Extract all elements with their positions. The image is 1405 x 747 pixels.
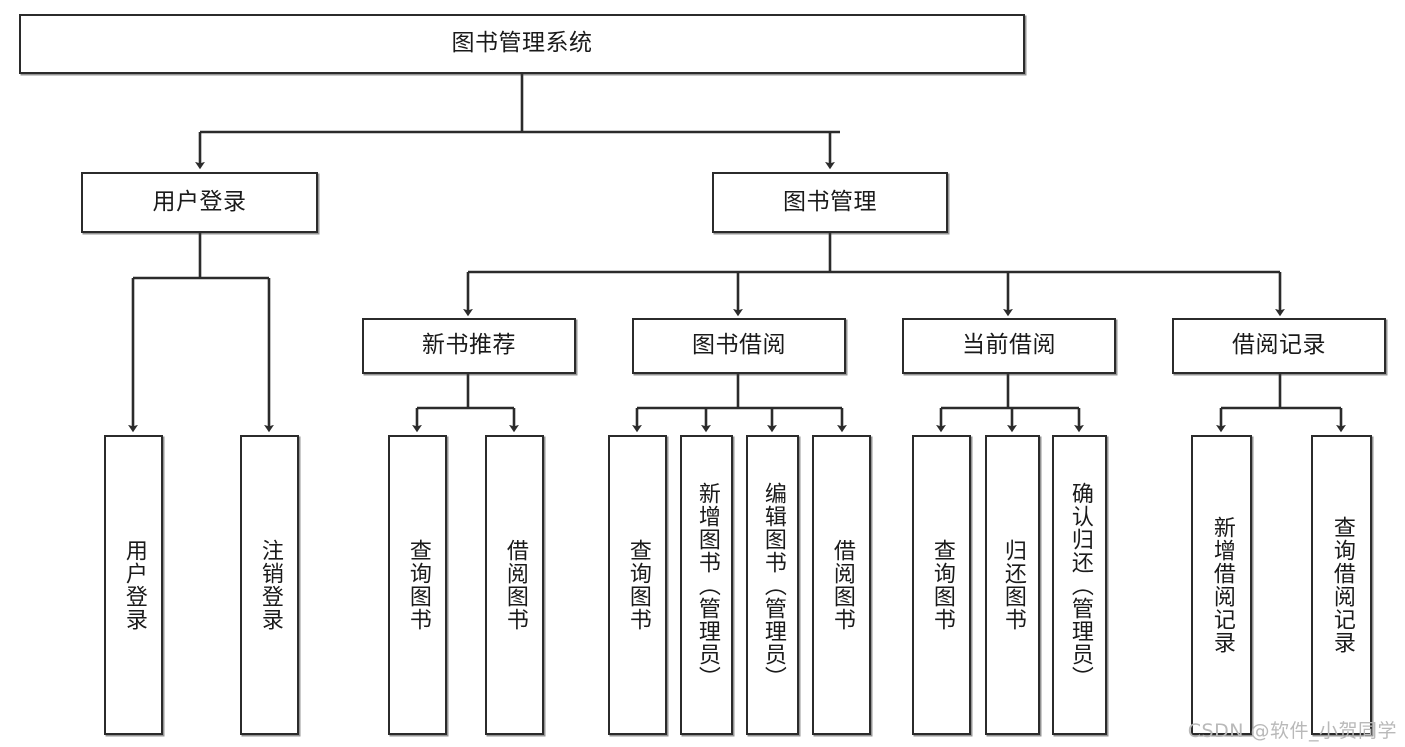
- node-current-borrow[interactable]: 当前借阅: [902, 318, 1116, 374]
- leaf-label: 借阅图书: [502, 539, 528, 631]
- leaf-user-login-login[interactable]: 用户登录: [104, 435, 163, 735]
- leaf-user-login-logout[interactable]: 注销登录: [240, 435, 299, 735]
- leaf-borrow-records-query[interactable]: 查询借阅记录: [1311, 435, 1372, 735]
- leaf-borrow-records-add[interactable]: 新增借阅记录: [1191, 435, 1252, 735]
- leaf-book-borrow-query[interactable]: 查询图书: [608, 435, 667, 735]
- node-book-borrow[interactable]: 图书借阅: [632, 318, 846, 374]
- leaf-label: 借阅图书: [829, 539, 855, 631]
- leaf-current-borrow-query[interactable]: 查询图书: [912, 435, 971, 735]
- leaf-book-borrow-edit[interactable]: 编辑图书（管理员）: [746, 435, 799, 735]
- leaf-label: 查询借阅记录: [1329, 516, 1355, 654]
- leaf-label: 查询图书: [625, 539, 651, 631]
- leaf-label: 用户登录: [121, 539, 147, 631]
- csdn-watermark: CSDN @软件_小贺同学: [1187, 720, 1397, 742]
- node-borrow-records[interactable]: 借阅记录: [1172, 318, 1386, 374]
- node-book-management[interactable]: 图书管理: [712, 172, 948, 233]
- leaf-book-borrow-borrow[interactable]: 借阅图书: [812, 435, 871, 735]
- leaf-new-book-borrow[interactable]: 借阅图书: [485, 435, 544, 735]
- leaf-label: 确认归还（管理员）: [1067, 481, 1093, 689]
- leaf-label: 注销登录: [257, 539, 283, 631]
- leaf-current-borrow-confirm[interactable]: 确认归还（管理员）: [1052, 435, 1107, 735]
- leaf-label: 查询图书: [405, 539, 431, 631]
- leaf-label: 新增借阅记录: [1209, 516, 1235, 654]
- leaf-current-borrow-return[interactable]: 归还图书: [985, 435, 1040, 735]
- leaf-label: 新增图书（管理员）: [694, 481, 720, 689]
- leaf-label: 查询图书: [929, 539, 955, 631]
- node-new-book-recommend[interactable]: 新书推荐: [362, 318, 576, 374]
- leaf-label: 归还图书: [1000, 539, 1026, 631]
- leaf-new-book-query[interactable]: 查询图书: [388, 435, 447, 735]
- node-root-system[interactable]: 图书管理系统: [19, 14, 1025, 74]
- leaf-book-borrow-add[interactable]: 新增图书（管理员）: [680, 435, 733, 735]
- leaf-label: 编辑图书（管理员）: [760, 481, 786, 689]
- node-user-login[interactable]: 用户登录: [81, 172, 318, 233]
